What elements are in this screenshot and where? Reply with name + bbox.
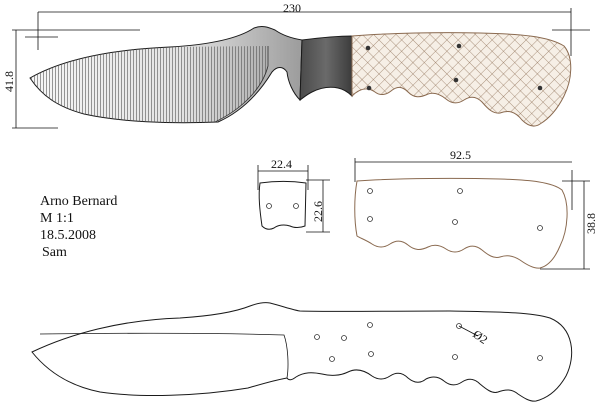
date-text: 18.5.2008 — [40, 228, 96, 243]
outline-grind-line — [39, 332, 289, 379]
outline-pin-hole — [329, 356, 335, 362]
blade-height-dimension — [12, 29, 140, 129]
blade-height-label: 41.8 — [2, 71, 16, 92]
model-text: Sam — [42, 245, 67, 260]
handle-pin-hole — [367, 216, 373, 222]
grind-line — [214, 46, 269, 123]
knife-outline-template — [31, 302, 573, 402]
outline-pin-hole — [367, 322, 373, 328]
handle-pin-hole — [457, 188, 463, 194]
handle-length-dimension — [354, 158, 590, 210]
outline-pin-hole — [452, 354, 458, 360]
drawing-info-block: Arno Bernard M 1:1 18.5.2008 Sam — [40, 193, 117, 261]
overall-length-dimension — [25, 8, 590, 56]
outline-pin-hole — [314, 334, 320, 340]
handle-pin-hole — [537, 225, 543, 231]
shaded-knife — [29, 26, 572, 127]
pin-diameter-leader — [458, 325, 479, 337]
pin-dot — [453, 77, 459, 83]
bolster-shaded — [299, 35, 353, 101]
bolster-pin-hole — [266, 203, 272, 209]
author-text: Arno Bernard — [40, 194, 118, 209]
pin-diameter-label: Ø2 — [470, 327, 490, 347]
pin-dot — [366, 85, 372, 91]
bolster-height-dimension — [306, 179, 330, 233]
handle-length-label: 92.5 — [450, 148, 471, 162]
handle-shaded — [351, 32, 572, 127]
grind-hatching — [30, 46, 268, 123]
handle-pin-hole — [452, 219, 458, 225]
handle-height-label: 38.8 — [584, 213, 598, 234]
bolster-height-label: 22.6 — [311, 201, 325, 222]
bolster-outline — [258, 181, 307, 230]
bolster-width-label: 22.4 — [271, 157, 292, 171]
outline-blade — [31, 302, 573, 402]
pin-dot — [365, 45, 371, 51]
scale-text: M 1:1 — [40, 211, 74, 226]
handle-scale-outline — [354, 177, 568, 269]
overall-length-label: 230 — [283, 1, 301, 15]
outline-pin-hole — [537, 355, 543, 361]
handle-pin-hole — [367, 188, 373, 194]
handle-height-dimension — [540, 181, 590, 270]
bolster-pin-hole — [293, 203, 299, 209]
outline-pin-hole — [341, 335, 347, 341]
pin-dot — [456, 43, 462, 49]
bolster-width-dimension — [257, 165, 309, 190]
pin-dot — [537, 85, 543, 91]
outline-pin-hole — [368, 351, 374, 357]
